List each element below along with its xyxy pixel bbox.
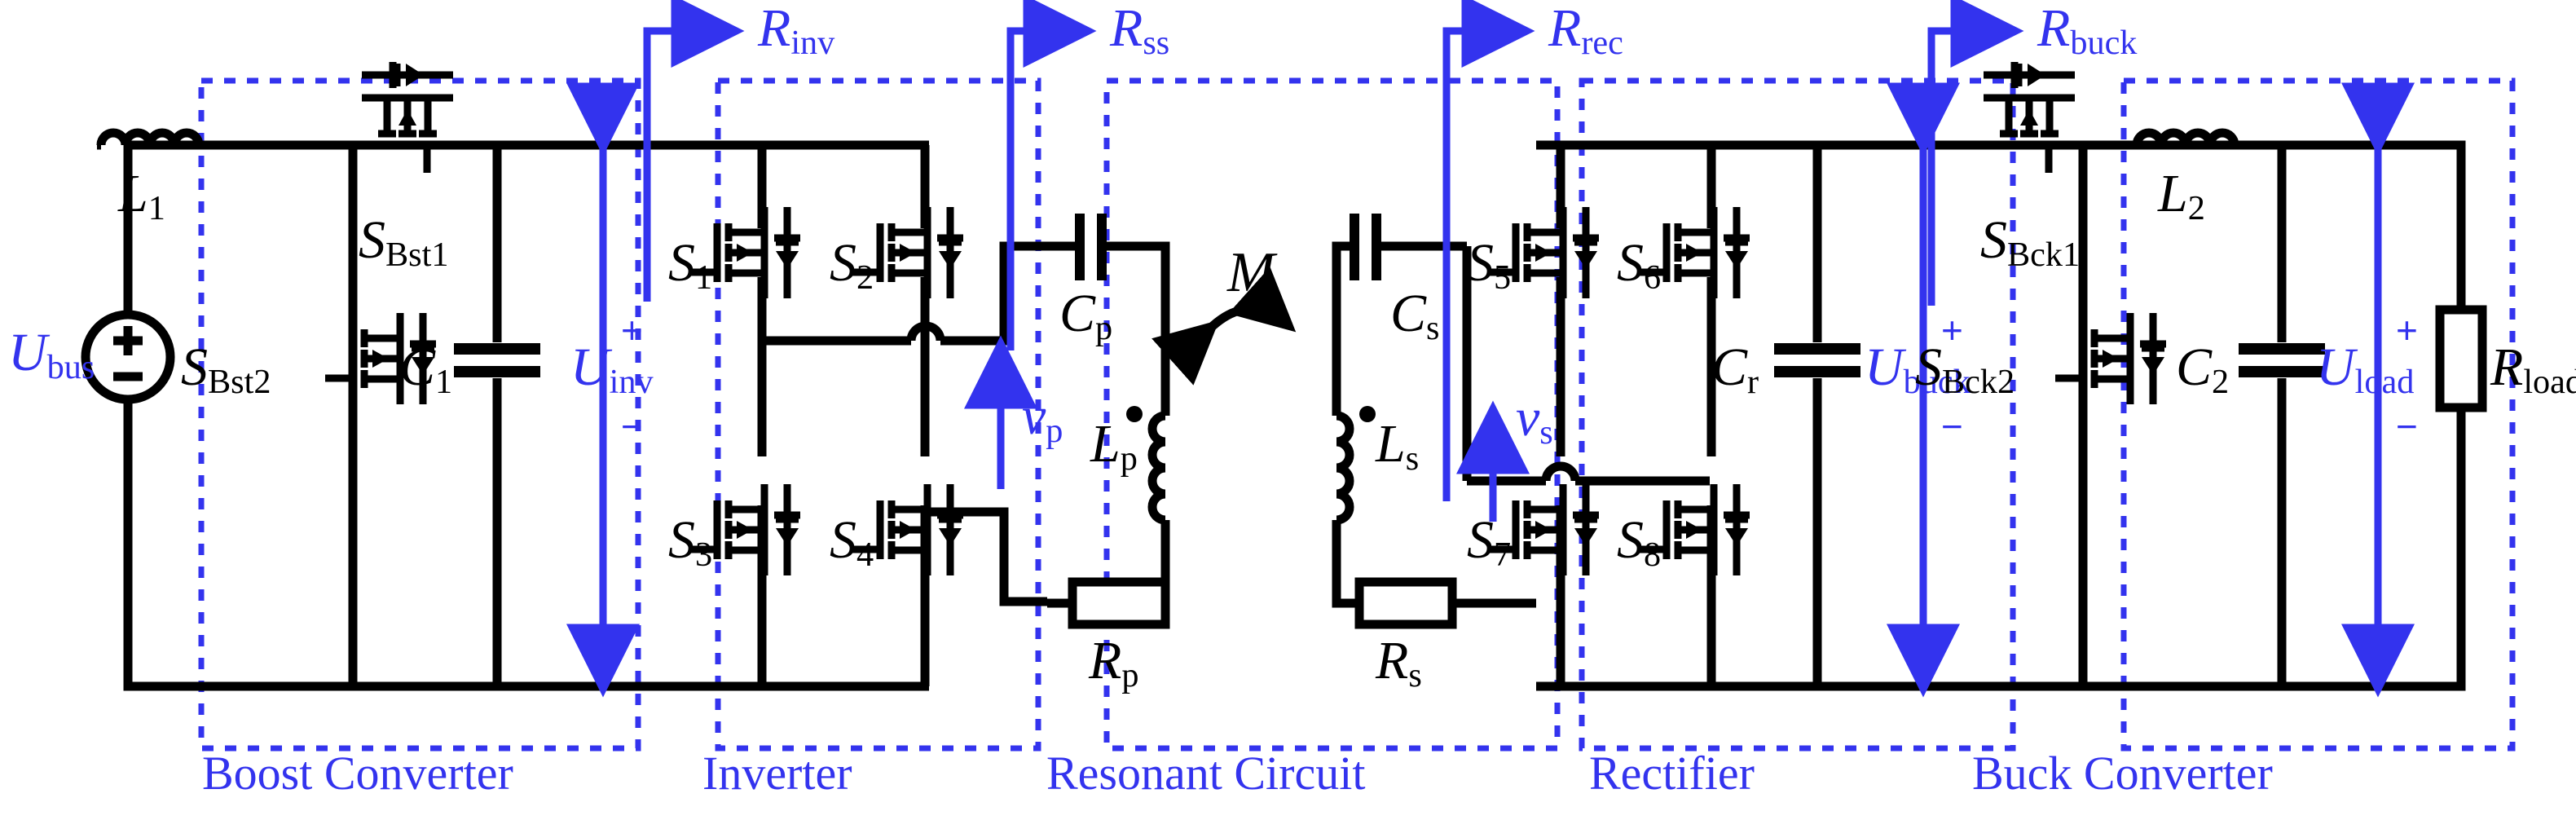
- label-u-buck: Ubuck: [1865, 337, 1971, 402]
- schematic-body: [81, 0, 2487, 698]
- label-vp: vp: [1022, 386, 1063, 451]
- label-cr: Cr: [1711, 337, 1759, 402]
- label-s1: S1: [668, 233, 713, 298]
- label-r-buck: Rbuck: [2037, 0, 2138, 63]
- r-buck-pointer: [1927, 0, 2024, 306]
- mosfet-sbst1-symbol: [362, 62, 453, 173]
- section-label-rectifier: Rectifier: [1589, 747, 1755, 800]
- label-cp: Cp: [1059, 284, 1113, 348]
- capacitor-cr-plates: [1774, 343, 1860, 377]
- label-s-bck2: SBck2: [1915, 337, 2015, 402]
- voltage-source-symbol: [81, 310, 175, 404]
- label-s4: S4: [830, 510, 874, 575]
- ls-to-cs-lead: [1332, 241, 1354, 416]
- label-s2: S2: [830, 233, 874, 298]
- u-inv-plus-sign: +: [621, 309, 643, 351]
- section-label-boost: Boost Converter: [202, 747, 513, 800]
- label-r-inv: Rinv: [758, 0, 835, 63]
- section-box-rectifier: [1579, 77, 2016, 752]
- label-s8: S8: [1617, 510, 1662, 575]
- section-label-buck: Buck Converter: [1972, 747, 2273, 800]
- label-ls: Ls: [1376, 414, 1420, 478]
- mutual-coupling-arc: [1151, 267, 1297, 386]
- dot-lp: [1126, 406, 1143, 422]
- r-ss-pointer: [1006, 0, 1097, 350]
- dot-ls: [1359, 406, 1376, 422]
- label-u-bus: Ubus: [8, 323, 95, 387]
- resistor-rp-symbol: [1068, 577, 1170, 629]
- section-label-inverter: Inverter: [702, 747, 852, 800]
- label-m: M: [1227, 241, 1275, 304]
- label-cs: Cs: [1390, 284, 1440, 348]
- resistor-rs-symbol: [1354, 577, 1457, 629]
- wire-hop-rectifier: [1541, 461, 1580, 482]
- section-box-inverter: [715, 77, 1041, 752]
- u-load-plus-sign: +: [2396, 309, 2418, 351]
- label-l2: L2: [2158, 164, 2205, 228]
- label-r-rec: Rrec: [1548, 0, 1623, 63]
- capacitor-c2-plates: [2239, 343, 2325, 377]
- label-s7: S7: [1467, 510, 1512, 575]
- label-u-load: Uload: [2316, 337, 2415, 402]
- label-u-inv: Uinv: [570, 337, 654, 402]
- capacitor-c1-plates: [454, 343, 540, 377]
- label-s5: S5: [1467, 233, 1512, 298]
- label-lp: Lp: [1090, 414, 1138, 478]
- mosfet-sbck2-symbol: [2055, 313, 2166, 404]
- label-s-bst1: SBst1: [359, 210, 449, 275]
- inv-out-b: [925, 507, 1047, 606]
- bottom-rail-left: [123, 399, 570, 691]
- label-r-load: Rload: [2490, 337, 2576, 402]
- label-rp: Rp: [1089, 631, 1139, 695]
- u-buck-minus-sign: −: [1941, 405, 1963, 447]
- label-vs: vs: [1516, 388, 1553, 452]
- label-l1: L1: [118, 164, 165, 228]
- label-r-ss: Rss: [1110, 0, 1170, 63]
- capacitor-cs-plates: [1350, 214, 1381, 280]
- label-c1: C1: [399, 337, 453, 402]
- capacitor-cp-plates: [1075, 214, 1107, 280]
- label-s-bst2: SBst2: [181, 337, 271, 402]
- label-s-bck1: SBck1: [1980, 210, 2081, 275]
- coil-ls-symbol: [1336, 411, 1354, 525]
- wire-hop-inverter: [906, 321, 945, 342]
- r-rec-pointer: [1442, 0, 1535, 501]
- label-rs: Rs: [1376, 631, 1422, 695]
- coil-lp-symbol: [1147, 411, 1166, 525]
- resistor-rload-symbol: [2435, 305, 2487, 412]
- mosfet-sbck1-symbol: [1984, 62, 2075, 173]
- label-c2: C2: [2176, 337, 2230, 402]
- label-s6: S6: [1617, 233, 1662, 298]
- inductor-l1-symbol: [96, 128, 204, 150]
- u-buck-plus-sign: +: [1941, 309, 1963, 351]
- inductor-l2-symbol: [2132, 128, 2239, 146]
- section-box-boost: [198, 77, 641, 752]
- u-inv-minus-sign: −: [621, 405, 643, 447]
- section-label-resonant: Resonant Circuit: [1046, 747, 1366, 800]
- u-load-minus-sign: −: [2396, 405, 2418, 447]
- source-plus: [113, 326, 143, 355]
- r-inv-pointer: [643, 0, 745, 302]
- ls-bottom-lead: [1332, 520, 1359, 608]
- label-s3: S3: [668, 510, 713, 575]
